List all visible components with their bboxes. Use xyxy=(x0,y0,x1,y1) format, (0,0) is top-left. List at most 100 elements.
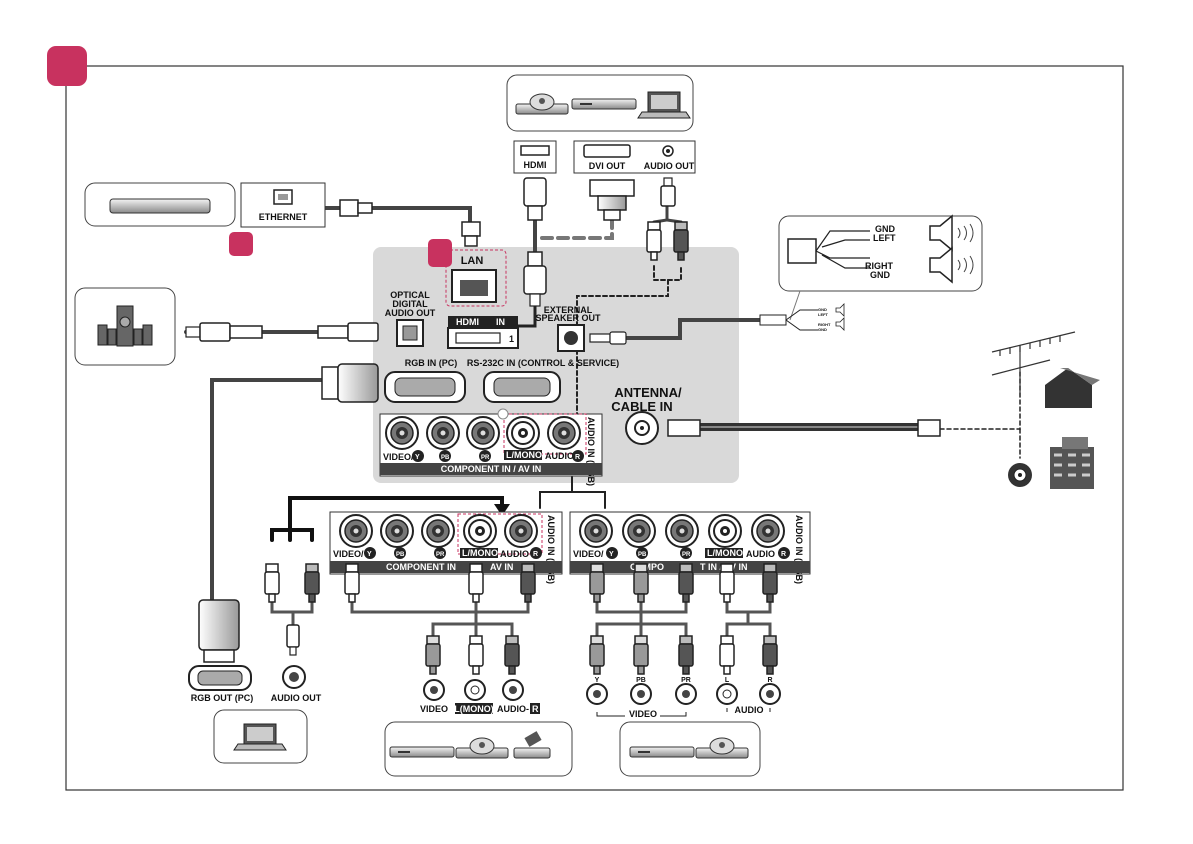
rgb-in-port xyxy=(384,371,466,403)
comp-y-label: Y xyxy=(595,677,600,684)
speaker-plug-large xyxy=(787,238,817,264)
set-top-box-icon xyxy=(571,98,637,110)
left-jack-pb xyxy=(380,514,414,548)
comp-pb-label: PB xyxy=(636,677,646,684)
right-jack-pr xyxy=(665,514,699,548)
optical-label-1: OPTICAL xyxy=(390,290,430,300)
right-jack-r xyxy=(751,514,785,548)
left-jack-r xyxy=(504,514,538,548)
tv-pr-letter: PR xyxy=(481,455,490,461)
right-pr-letter: PR xyxy=(682,552,691,558)
tv-y-dot xyxy=(412,450,424,462)
left-jack-l xyxy=(463,514,497,548)
av-lmono-label: L(MONO) xyxy=(454,704,494,714)
pc-audio-plug-r xyxy=(304,563,320,603)
av-lmono-box xyxy=(455,703,493,714)
right-audio: AUDIO xyxy=(746,549,775,559)
left-r-dot xyxy=(530,547,542,559)
optical-port-inner xyxy=(402,325,418,341)
optical-plug-right xyxy=(317,322,379,342)
comp-plug-l xyxy=(719,635,735,675)
comp-brackets xyxy=(596,708,771,717)
tv-lmono: L/MONO xyxy=(506,450,542,460)
rgb-in-label: RGB IN (PC) xyxy=(405,358,458,368)
tv-r-letter: R xyxy=(575,454,580,461)
left-video-label: VIDEO/ xyxy=(333,549,364,559)
audio-out-port-center xyxy=(666,149,670,153)
building-icon xyxy=(1050,437,1094,489)
left-audio-in-rgb: AUDIO IN (RGB) xyxy=(546,515,556,584)
hdmi-in-logo: HDMI xyxy=(456,317,479,327)
left-jack-y xyxy=(339,514,373,548)
right-mod-plug-l xyxy=(719,563,735,603)
left-component-bar-start: COMPONENT IN xyxy=(386,562,456,572)
hdmi-plug-lower xyxy=(523,251,547,307)
dvi-out-label: DVI OUT xyxy=(589,161,626,171)
right-audio-in-rgb: AUDIO IN (RGB) xyxy=(794,515,804,584)
tv-lmono-box xyxy=(504,450,542,460)
spk-left: LEFT xyxy=(873,233,896,243)
sound-waves-right xyxy=(957,255,974,275)
tv-audio-marker xyxy=(497,408,509,420)
tv-pb-dot xyxy=(439,450,451,462)
mini-gnd1: GND xyxy=(818,307,827,312)
left-mod-plug-r xyxy=(520,563,536,603)
left-lmono: L/MONO xyxy=(462,548,498,558)
comp-plug-y xyxy=(589,635,605,675)
tv-audio-in-rgb: AUDIO IN (RGB) xyxy=(586,417,596,486)
ext-speaker-port xyxy=(557,324,585,352)
comp-video-label: VIDEO xyxy=(629,709,657,719)
tv-jack-y xyxy=(385,416,419,450)
lan-port-inner xyxy=(460,280,488,296)
left-lmono-box xyxy=(460,548,498,558)
rgb-plug-left xyxy=(321,363,379,403)
tv-jack-l xyxy=(506,416,540,450)
speaker-mini-plug: GND LEFT RIGHT GND xyxy=(759,303,845,332)
right-lmono: L/MONO xyxy=(707,548,743,558)
mini-right: RIGHT xyxy=(818,322,831,327)
left-pb-letter: PB xyxy=(396,552,405,558)
hdmi-plug-upper xyxy=(523,177,547,221)
tv-pb-letter: PB xyxy=(441,455,450,461)
comp-plug-r xyxy=(762,635,778,675)
lan-label: LAN xyxy=(461,255,484,267)
right-jack-pb xyxy=(622,514,656,548)
tv-pr-dot xyxy=(479,450,491,462)
camcorder-icon xyxy=(513,731,551,759)
tv-audio: AUDIO xyxy=(545,451,574,461)
tv-component-bar xyxy=(380,463,602,475)
spk-gnd2: GND xyxy=(870,270,891,280)
av-out-jacks xyxy=(423,679,524,701)
right-y-letter: Y xyxy=(609,551,614,558)
tv-r-dot xyxy=(572,450,584,462)
ethernet-label: ETHERNET xyxy=(259,212,308,222)
av-vcr-icon xyxy=(389,746,455,758)
left-pb-dot xyxy=(394,547,406,559)
lan-highlight-box xyxy=(445,249,507,307)
right-pb-letter: PB xyxy=(638,552,647,558)
av-r-label: R xyxy=(532,704,539,714)
av-r-box xyxy=(530,703,540,714)
right-mod-plug-pb xyxy=(633,563,649,603)
accent-marker-ethernet xyxy=(229,232,253,256)
tv-video-label: VIDEO/ xyxy=(383,452,414,462)
left-component-bar xyxy=(330,561,562,573)
left-mod-plug-y xyxy=(344,563,360,603)
speaker-right-icon xyxy=(929,246,953,284)
right-pr-dot xyxy=(680,547,692,559)
dvi-port-icon xyxy=(583,144,631,158)
rgb-out-port xyxy=(188,665,252,691)
lan-plug xyxy=(461,221,481,247)
source-audio-out-label: AUDIO OUT xyxy=(644,161,695,171)
router-icon xyxy=(109,198,211,214)
tv-component-bar-label: COMPONENT IN / AV IN xyxy=(441,464,542,474)
ext-speaker-label-1: EXTERNAL xyxy=(544,305,593,315)
comp-pr-label: PR xyxy=(681,677,691,684)
section-badge xyxy=(47,46,87,86)
outer-frame xyxy=(65,65,1124,791)
sound-waves-left xyxy=(957,223,974,243)
right-mod-plug-y xyxy=(589,563,605,603)
av-audio-label: AUDIO- xyxy=(497,704,529,714)
antenna-label-2: CABLE IN xyxy=(611,399,672,414)
